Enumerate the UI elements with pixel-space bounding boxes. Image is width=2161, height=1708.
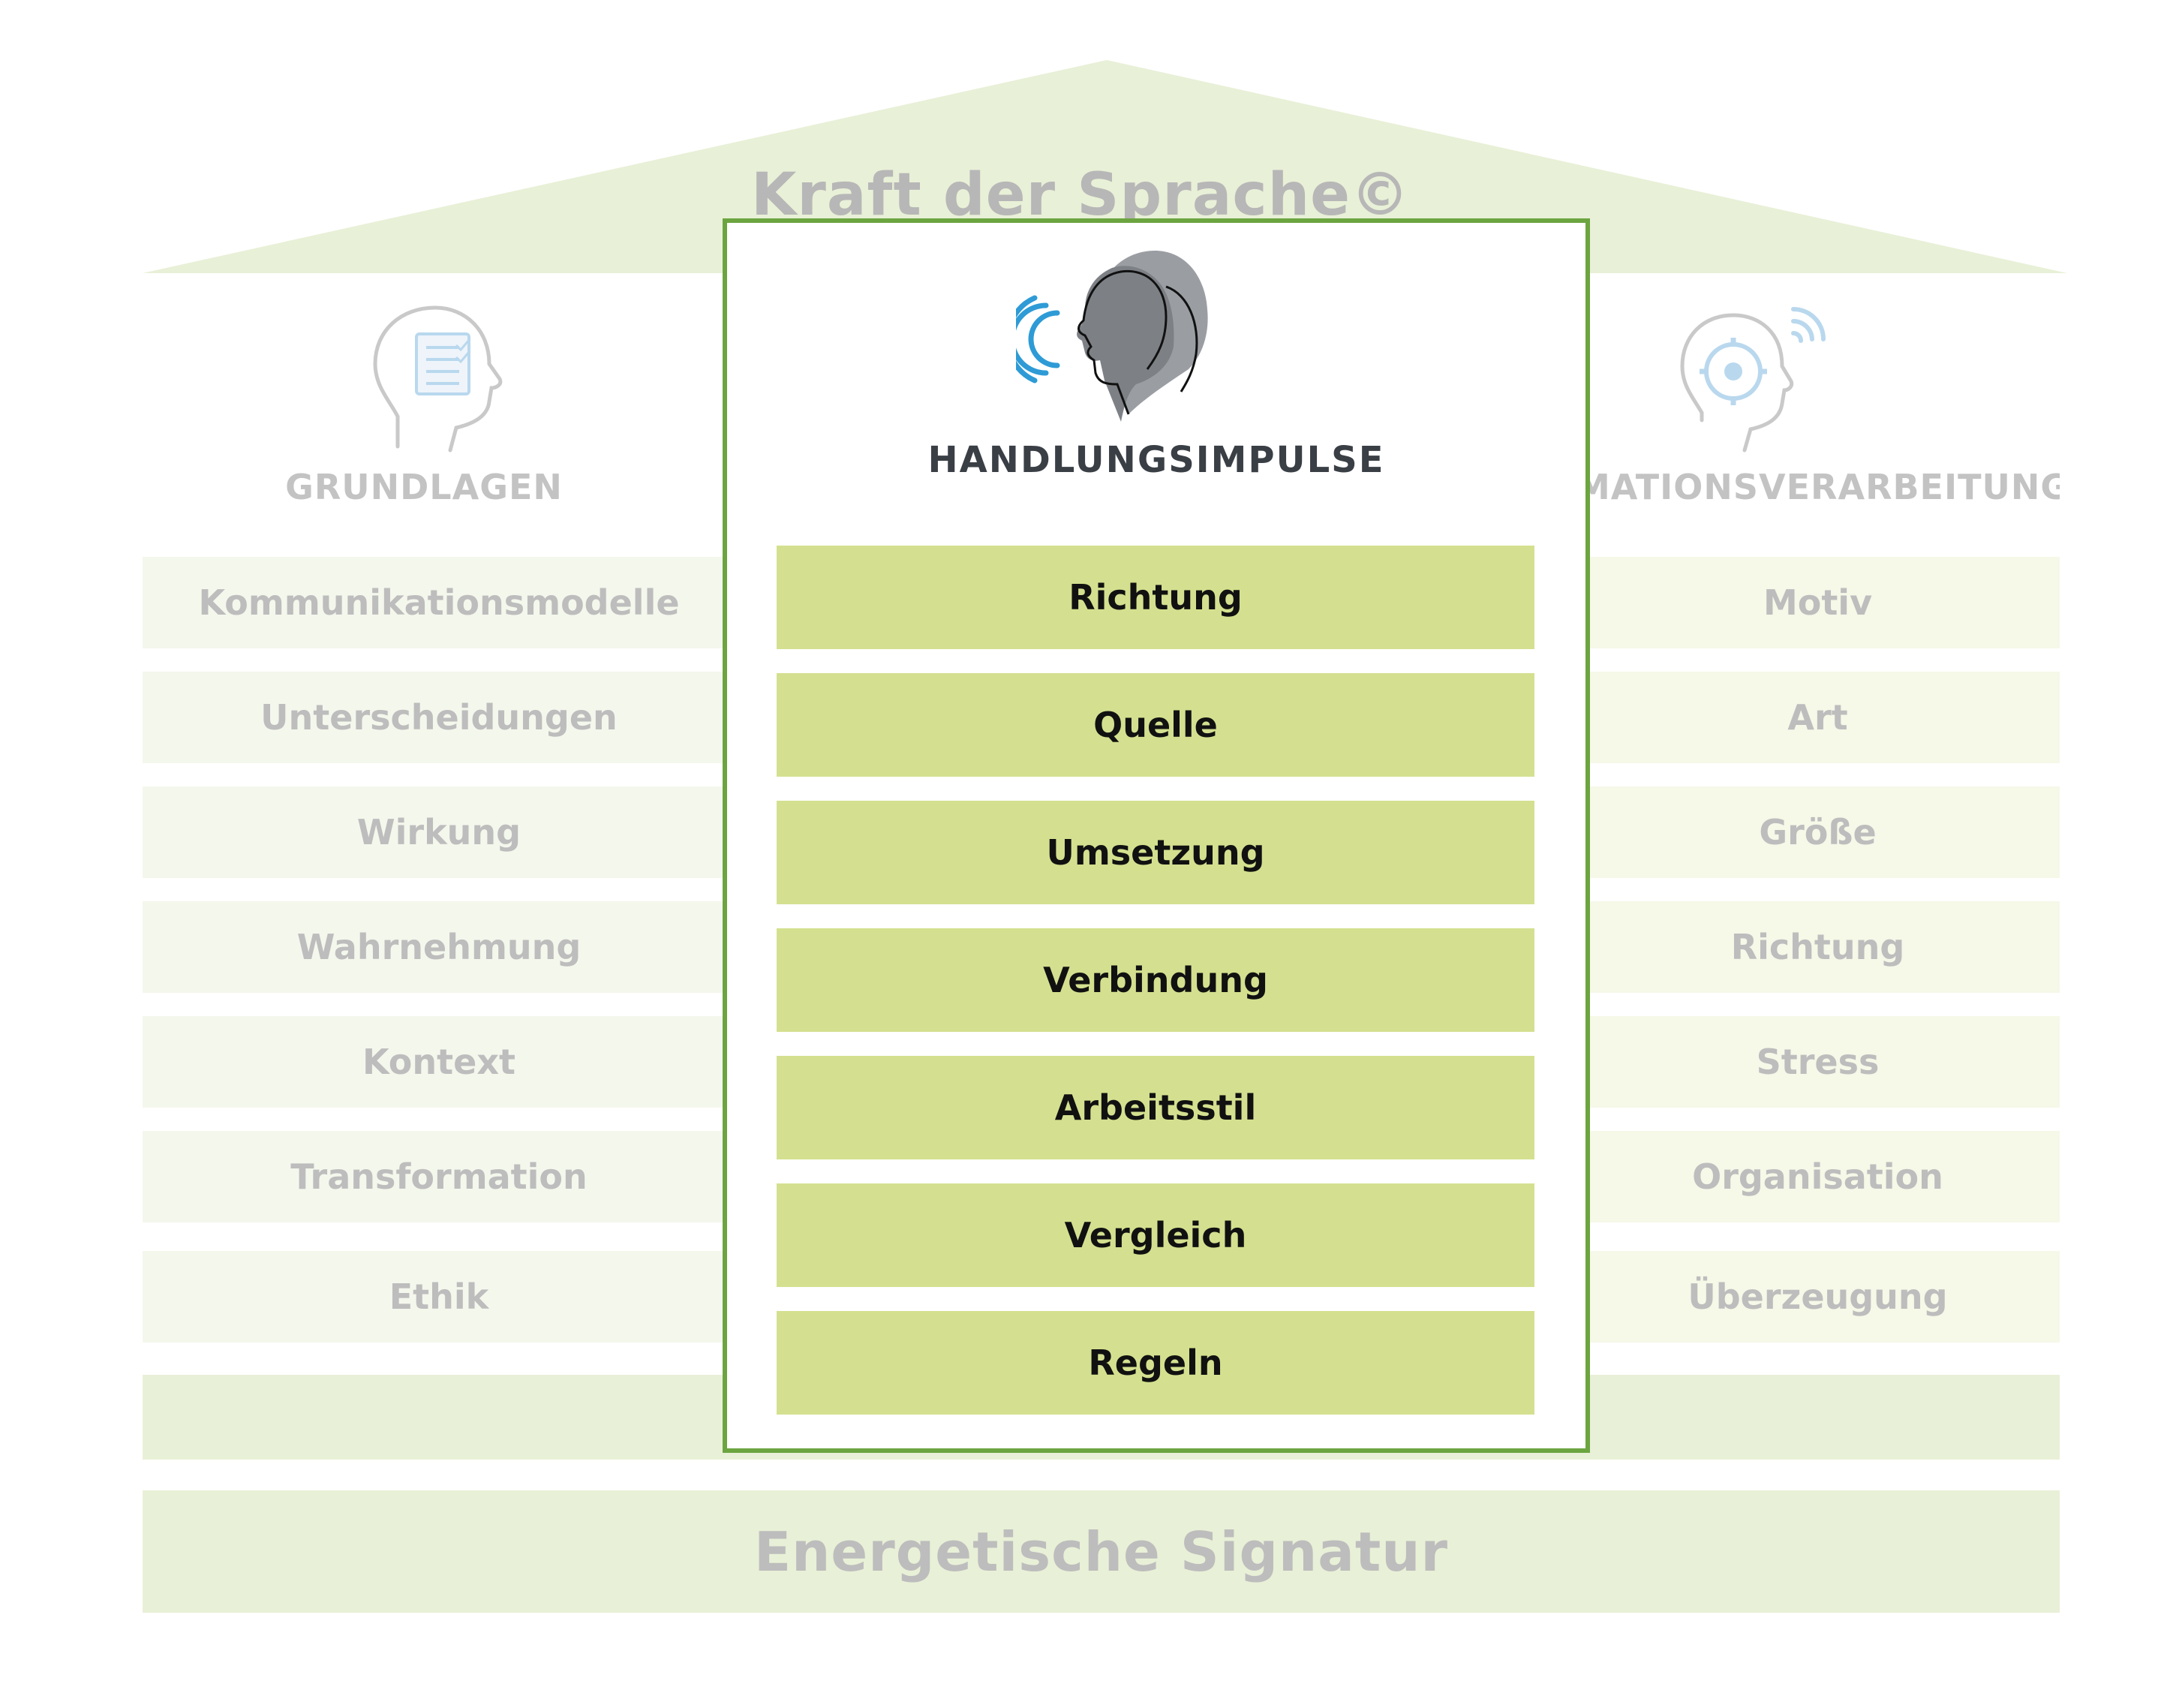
left-pillar-item: Kontext (143, 1016, 735, 1108)
left-pillar-item: Ethik (143, 1251, 735, 1343)
left-pillar-item: Transformation (143, 1131, 735, 1222)
right-pillar-item: Motiv (1576, 557, 2060, 648)
foundation-band: Energetische Signatur (143, 1490, 2060, 1613)
right-pillar-item: Organisation (1576, 1131, 2060, 1222)
left-pillar-title: GRUNDLAGEN (285, 467, 563, 507)
right-pillar-item: Überzeugung (1576, 1251, 2060, 1343)
left-pillar-item: Kommunikationsmodelle (143, 557, 735, 648)
impulse-item-verbindung[interactable]: Verbindung (777, 928, 1534, 1032)
left-pillar-item: Wirkung (143, 786, 735, 878)
impulse-item-regeln[interactable]: Regeln (777, 1311, 1534, 1415)
head-with-checklist-icon (373, 305, 503, 453)
handlungsimpulse-panel: HANDLUNGSIMPULSE Richtung Quelle Umsetzu… (723, 218, 1590, 1453)
impulse-item-quelle[interactable]: Quelle (777, 673, 1534, 777)
left-pillar-item: Wahrnehmung (143, 901, 735, 993)
house-title: Kraft der Sprache© (750, 161, 1411, 229)
impulse-item-vergleich[interactable]: Vergleich (777, 1183, 1534, 1287)
impulse-item-richtung[interactable]: Richtung (777, 546, 1534, 649)
foundation-label: Energetische Signatur (753, 1520, 1449, 1583)
impulse-item-arbeitsstil[interactable]: Arbeitsstil (777, 1056, 1534, 1159)
left-pillar-item: Unterscheidungen (143, 672, 735, 763)
right-pillar-item: Art (1576, 672, 2060, 763)
right-pillar-item: Stress (1576, 1016, 2060, 1108)
right-pillar-item: Größe (1576, 786, 2060, 878)
head-with-gear-icon (1680, 307, 1826, 453)
speaking-heads-icon (1016, 251, 1208, 422)
impulse-item-umsetzung[interactable]: Umsetzung (777, 801, 1534, 904)
right-pillar-title: MATIONSVERARBEITUNG (1576, 467, 2060, 507)
right-pillar-item: Richtung (1576, 901, 2060, 993)
panel-title: HANDLUNGSIMPULSE (927, 439, 1385, 481)
